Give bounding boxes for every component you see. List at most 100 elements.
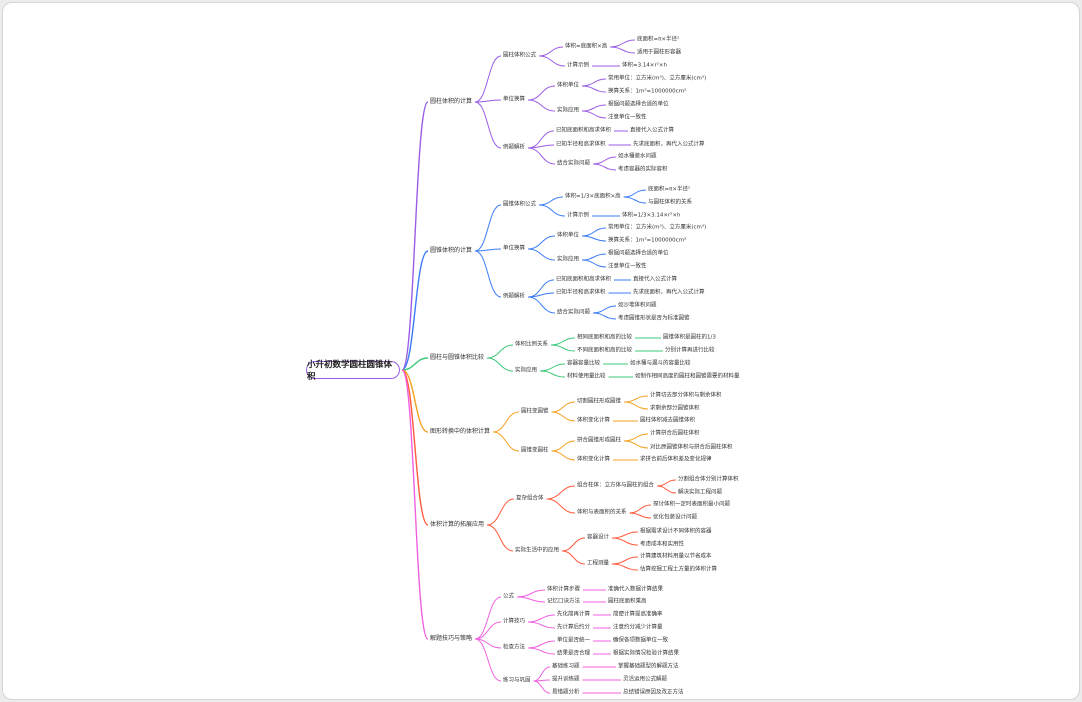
leaf-node[interactable]: 体积=3.14×r²×h [622,62,668,69]
leaf-node[interactable]: 直接代入公式计算 [633,276,678,283]
topic-node[interactable]: 检查方法 [503,644,526,651]
leaf-node[interactable]: 优化包装设计问题 [653,514,698,521]
leaf-node[interactable]: 求剩余部分圆锥体积 [650,405,700,412]
leaf-node[interactable]: 注意单位一致性 [608,114,647,121]
leaf-node[interactable]: 考虑容器的实际容积 [618,166,668,173]
topic-node[interactable]: 结合实际问题 [557,160,591,167]
topic-node[interactable]: 实际应用 [515,367,538,374]
topic-node[interactable]: 拼合圆锥形成圆柱 [577,437,622,444]
topic-node[interactable]: 公式 [503,593,515,600]
topic-node[interactable]: 圆锥变圆柱 [521,447,549,454]
leaf-node[interactable]: 常用单位：立方米(m³)、立方厘米(cm³) [608,224,707,231]
leaf-node[interactable]: 探讨体积一定时表面积最小问题 [653,501,731,508]
leaf-node[interactable]: 直接代入公式计算 [630,127,675,134]
topic-node[interactable]: 计算示例 [567,62,590,69]
leaf-node[interactable]: 常用单位：立方米(m³)、立方厘米(cm³) [608,75,707,82]
leaf-node[interactable]: 灵活运用公式解题 [623,676,668,683]
topic-node[interactable]: 圆柱变圆锥 [521,408,549,415]
leaf-node[interactable]: 圆柱体积减去圆锥体积 [640,417,696,424]
leaf-node[interactable]: 分别计算再进行比较 [665,347,715,354]
topic-node[interactable]: 工程测量 [587,560,610,567]
topic-node[interactable]: 体积变化计算 [577,417,611,424]
leaf-node[interactable]: 体积=1/3×3.14×r²×h [622,212,681,219]
topic-node[interactable]: 练习与巩固 [503,677,531,684]
topic-node[interactable]: 实际生活中的应用 [515,547,560,554]
leaf-node[interactable]: 根据实际情况检验计算结果 [613,650,680,657]
leaf-node[interactable]: 如制作相同高度的圆柱和圆锥需要的材料量 [635,373,740,380]
branch-node[interactable]: 圆柱与圆锥体积比较 [430,354,485,361]
topic-node[interactable]: 单位换算 [503,96,526,103]
topic-node[interactable]: 复杂组合体 [516,495,544,502]
topic-node[interactable]: 实际应用 [557,256,580,263]
leaf-node[interactable]: 简便计算提高准确率 [613,611,663,618]
topic-node[interactable]: 单位是否统一 [557,637,591,644]
leaf-node[interactable]: 准确代入数据计算结果 [608,586,664,593]
topic-node[interactable]: 已知半径和高求体积 [556,289,606,296]
topic-node[interactable]: 体积单位 [557,82,580,89]
topic-node[interactable]: 体积=1/3×底面积×高 [565,193,621,200]
topic-node[interactable]: 体积=底面积×高 [565,43,608,50]
topic-node[interactable]: 已知底面积和高求体积 [556,127,612,134]
topic-node[interactable]: 先计算后约分 [557,624,591,631]
topic-node[interactable]: 体积变化计算 [577,456,611,463]
topic-node[interactable]: 容器容量比较 [567,360,601,367]
topic-node[interactable]: 圆柱体积公式 [503,52,537,59]
branch-node[interactable]: 解题技巧与策略 [430,635,473,642]
topic-node[interactable]: 单位换算 [503,245,526,252]
leaf-node[interactable]: 总结错误原因及改正方法 [623,689,684,696]
branch-node[interactable]: 体积计算的拓展应用 [430,521,485,528]
topic-node[interactable]: 容器设计 [587,534,610,541]
leaf-node[interactable]: 根据需求设计不同体积的容器 [640,528,712,535]
topic-node[interactable]: 例题解析 [503,144,526,151]
leaf-node[interactable]: 对比原圆锥体积与拼合后圆柱体积 [650,444,733,451]
leaf-node[interactable]: 如水桶与漏斗的容量比较 [630,360,691,367]
topic-node[interactable]: 切割圆柱形成圆锥 [577,398,622,405]
topic-node[interactable]: 圆锥体积公式 [503,201,537,208]
leaf-node[interactable]: 如沙堆体积问题 [618,302,657,309]
topic-node[interactable]: 易错题分析 [552,689,580,696]
leaf-node[interactable]: 根据问题选择合适的单位 [608,101,669,108]
root-node[interactable]: 小升初数学圆柱圆锥体积 [306,360,400,382]
topic-node[interactable]: 体积与表面积的关系 [577,509,627,516]
branch-node[interactable]: 图形转换中的体积计算 [430,428,491,435]
topic-node[interactable]: 记忆口诀方法 [547,598,581,605]
leaf-node[interactable]: 换算关系：1m³=1000000cm³ [608,88,687,95]
topic-node[interactable]: 材料使用量比较 [567,373,606,380]
leaf-node[interactable]: 圆锥体积是圆柱的1/3 [663,334,716,341]
topic-node[interactable]: 计算示例 [567,212,590,219]
leaf-node[interactable]: 注意单位一致性 [608,263,647,270]
leaf-node[interactable]: 先求底面积，再代入公式计算 [633,289,705,296]
leaf-node[interactable]: 换算关系：1m³=1000000cm³ [608,237,687,244]
leaf-node[interactable]: 计算切去部分体积与剩余体积 [650,392,722,399]
leaf-node[interactable]: 估算挖掘工程土方量的体积计算 [640,566,718,573]
leaf-node[interactable]: 如水桶装水问题 [618,153,657,160]
topic-node[interactable]: 组合柱体：立方体与圆柱的组合 [577,482,655,489]
leaf-node[interactable]: 先求底面积，再代入公式计算 [633,141,705,148]
leaf-node[interactable]: 计算建筑材料用量以节省成本 [640,553,712,560]
leaf-node[interactable]: 根据问题选择合适的单位 [608,250,669,257]
leaf-node[interactable]: 考虑圆锥形状是否为标准圆锥 [618,315,690,322]
topic-node[interactable]: 已知底面积和高求体积 [556,276,612,283]
branch-node[interactable]: 圆柱体积的计算 [430,98,473,105]
leaf-node[interactable]: 底面积=π×半径² [637,36,680,43]
leaf-node[interactable]: 与圆柱体积的关系 [648,199,693,206]
leaf-node[interactable]: 考虑成本和实用性 [640,541,685,548]
topic-node[interactable]: 体积计算步骤 [547,586,581,593]
leaf-node[interactable]: 底面积=π×半径² [648,186,691,193]
topic-node[interactable]: 相同底面积和高的比较 [577,334,633,341]
topic-node[interactable]: 计算技巧 [503,618,526,625]
leaf-node[interactable]: 圆柱底面积乘高 [608,598,647,605]
topic-node[interactable]: 先化简再计算 [557,611,591,618]
leaf-node[interactable]: 适用于圆柱形容器 [637,49,682,56]
topic-node[interactable]: 实际应用 [557,107,580,114]
topic-node[interactable]: 基础练习题 [552,663,580,670]
topic-node[interactable]: 体积单位 [557,232,580,239]
topic-node[interactable]: 体积比例关系 [515,341,549,348]
leaf-node[interactable]: 分割组合体分别计算体积 [678,476,739,483]
topic-node[interactable]: 例题解析 [503,293,526,300]
leaf-node[interactable]: 掌握基础题型的解题方法 [618,663,679,670]
leaf-node[interactable]: 解决实际工程问题 [678,489,723,496]
leaf-node[interactable]: 计算拼合后圆柱体积 [650,430,700,437]
topic-node[interactable]: 结合实际问题 [557,309,591,316]
branch-node[interactable]: 圆锥体积的计算 [430,247,473,254]
